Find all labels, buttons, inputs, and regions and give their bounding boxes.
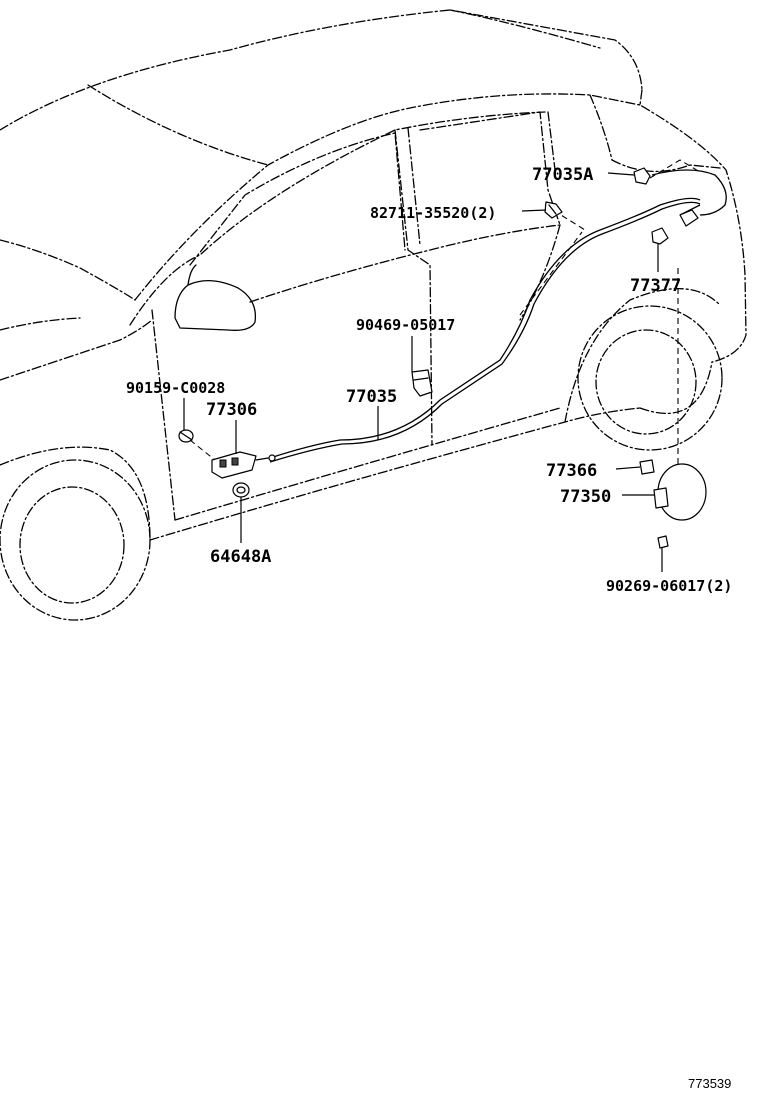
label-77350: 77350 [560, 487, 611, 507]
fuel-opener-cable [269, 169, 727, 463]
alignment-line-1 [189, 439, 216, 461]
label-77306: 77306 [206, 400, 257, 420]
label-82711-35520: 82711-35520(2) [370, 204, 496, 222]
alignment-line-3 [519, 231, 583, 316]
label-64648A: 64648A [210, 547, 271, 567]
part-82711-clamp [544, 201, 563, 219]
part-90469-clip [411, 369, 433, 397]
alignment-line-2 [544, 204, 586, 231]
part-90159-screw [178, 429, 194, 443]
part-90269-screw [657, 535, 669, 549]
label-77366: 77366 [546, 461, 597, 481]
label-90269-06017: 90269-06017(2) [606, 577, 732, 595]
front-wheel [0, 459, 151, 621]
part-77377-grommet [651, 209, 699, 245]
rear-wheel [577, 305, 723, 451]
part-77366-spring [639, 459, 655, 475]
label-77035: 77035 [346, 387, 397, 407]
side-mirror [174, 264, 257, 331]
figure-number: 773539 [688, 1076, 731, 1091]
part-77350-fuel-lid [653, 463, 707, 521]
alignment-line-4 [649, 159, 701, 179]
car-body-outline [0, 9, 747, 541]
leader-lines [183, 172, 663, 572]
part-77035A-clip [633, 167, 651, 185]
label-90469-05017: 90469-05017 [356, 316, 455, 334]
part-64648A-cap [232, 482, 250, 498]
part-77306-lever [211, 451, 276, 479]
label-90159-C0028: 90159-C0028 [126, 379, 225, 397]
label-77377: 77377 [630, 276, 681, 296]
label-77035A: 77035A [532, 165, 593, 185]
